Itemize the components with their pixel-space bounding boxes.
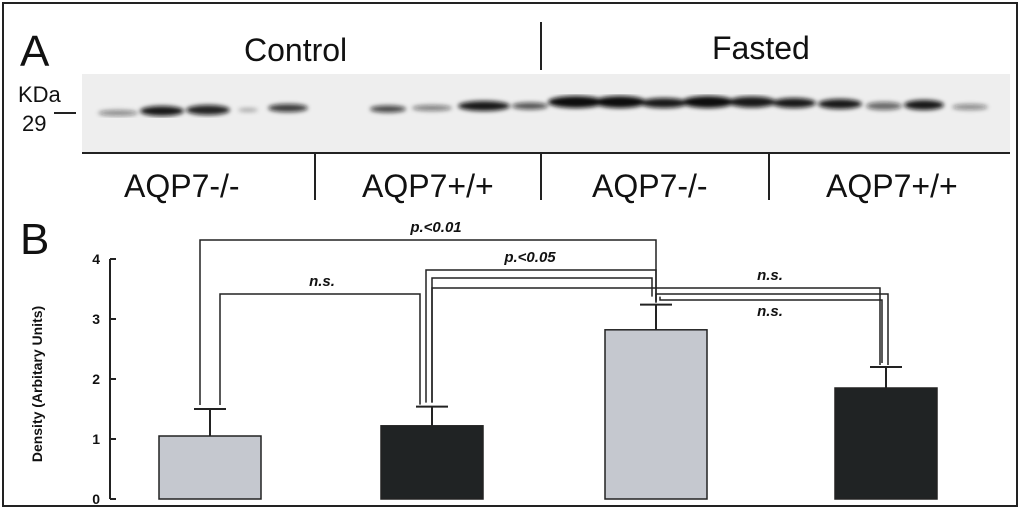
significance-label: p.<0.05 [503,249,556,266]
figure-frame [2,2,1018,507]
blot-band [682,96,734,108]
significance-bracket [431,277,653,403]
significance-label: n.s. [757,303,783,320]
blot-band [98,110,138,116]
bar [834,387,938,500]
blot-band [140,106,184,116]
panel-a-letter: A [20,27,50,76]
blot-band [818,99,862,109]
significance-bracket [655,293,889,365]
lane-divider-3 [768,154,770,200]
blot-band [772,98,816,108]
bar [158,435,262,500]
significance-bracket [219,293,421,405]
blot-band [238,108,258,112]
bar [380,425,484,500]
lane-label-1: AQP7-/- [124,168,240,204]
significance-label: p.<0.01 [409,219,461,236]
blot-band [370,105,406,113]
group-divider [540,22,542,70]
significance-label: n.s. [757,267,783,284]
significance-bracket [425,269,657,403]
lane-divider-1 [314,154,316,200]
significance-label: n.s. [309,273,335,290]
y-tick-label: 0 [92,491,100,507]
y-tick-label: 1 [92,431,100,447]
significance-bracket [199,239,657,405]
lane-underline [82,152,1010,154]
significance-bracket [659,296,883,363]
lane-label-2: AQP7+/+ [362,168,494,204]
western-blot-bands [98,96,988,116]
lane-divider-2 [540,154,542,200]
blot-band [458,101,510,111]
blot-band [512,102,548,110]
bar [604,329,708,500]
y-axis-label: Density (Arbitary Units) [29,306,45,462]
blot-band [412,105,452,111]
panel-b-letter: B [20,215,50,264]
blot-band [268,104,308,112]
kda-marker-line [54,112,76,114]
western-blot-image [82,74,1010,152]
group-label-control: Control [244,32,348,68]
group-label-fasted: Fasted [712,30,810,66]
blot-band [548,96,604,108]
y-tick-label: 4 [92,251,100,267]
blot-band [594,96,646,108]
lane-label-3: AQP7-/- [592,168,708,204]
kda-value-label: 29 [22,111,47,136]
kda-unit-label: KDa [18,82,61,107]
blot-band [640,98,688,108]
blot-band [904,100,944,110]
y-tick-label: 2 [92,371,100,387]
blot-band [866,102,902,110]
lane-label-4: AQP7+/+ [826,168,958,204]
blot-band [952,104,988,110]
blot-band [186,105,230,115]
blot-band [728,96,776,108]
y-tick-label: 3 [92,311,100,327]
